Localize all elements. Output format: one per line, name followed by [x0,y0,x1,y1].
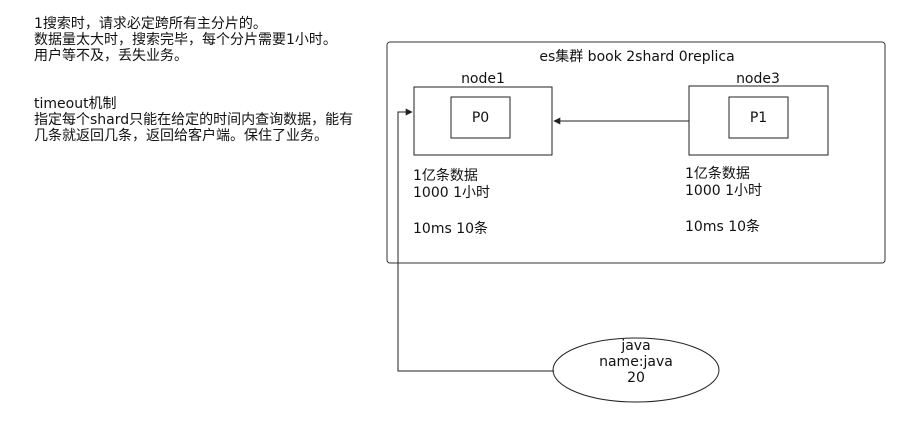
note-heading: timeout机制 [34,96,117,112]
java-client-ellipse [552,337,720,403]
node3-stat-count: 1亿条数据 [685,166,750,182]
cluster-box [386,41,886,264]
node1-label: node1 [461,71,505,87]
node3-label: node3 [736,71,780,87]
note-line: 几条就返回几条，返回给客户端。保住了业务。 [34,128,328,144]
notes-block-timeout: timeout机制 指定每个shard只能在给定的时间内查询数据，能有 几条就返… [34,96,353,144]
note-line: 用户等不及，丢失业务。 [34,48,188,64]
note-line: 数据量太大时，搜索完毕，每个分片需要1小时。 [34,32,337,48]
node3-stat-timeout: 10ms 10条 [685,219,761,235]
notes-block-search: 1搜索时，请求必定跨所有主分片的。 数据量太大时，搜索完毕，每个分片需要1小时。… [34,16,337,64]
node3-stat-time: 1000 1小时 [685,183,762,199]
node1-stat-count: 1亿条数据 [413,168,478,184]
node1-box [413,86,553,156]
client-line: java [621,338,651,354]
shard-p1-label: P1 [749,110,768,126]
node1-stats: 1亿条数据 1000 1小时 10ms 10条 [413,168,490,238]
node1-stat-time: 1000 1小时 [413,185,490,201]
shard-p0-box [450,96,511,139]
java-client-label: java name:java 20 [576,338,696,386]
client-line: 20 [627,370,645,386]
shard-p0-label: P0 [471,110,490,126]
client-to-node1-arrow [397,108,554,372]
node3-stats: 1亿条数据 1000 1小时 10ms 10条 [685,166,762,236]
client-line: name:java [599,354,673,370]
cluster-title: es集群 book 2shard 0replica [539,49,735,65]
shard-p1-box [728,96,789,139]
note-line: 1搜索时，请求必定跨所有主分片的。 [34,16,267,32]
note-line: 指定每个shard只能在给定的时间内查询数据，能有 [34,112,354,128]
node1-stat-timeout: 10ms 10条 [413,221,489,237]
